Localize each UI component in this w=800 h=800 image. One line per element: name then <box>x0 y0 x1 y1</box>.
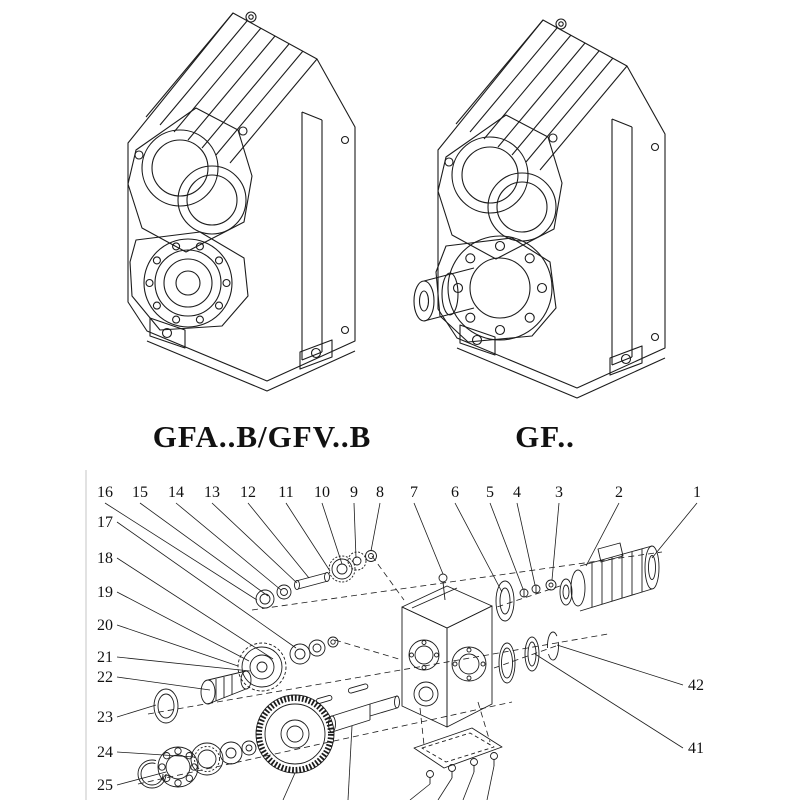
part-number-42: 42 <box>688 677 704 694</box>
part-numbers-top: 16 15 14 13 12 11 10 9 8 7 6 5 4 3 2 1 <box>97 484 701 501</box>
part-number-25: 25 <box>97 777 113 794</box>
model-label-gf: GF.. <box>515 419 575 454</box>
part-washer-c <box>365 550 377 562</box>
part-number-20: 20 <box>97 617 113 634</box>
part-housing <box>401 573 493 728</box>
part-gear-small-a <box>328 555 356 583</box>
part-gear-large <box>255 694 335 774</box>
part-bolt-a <box>519 588 529 598</box>
side-channel <box>301 111 350 361</box>
part-number-14: 14 <box>168 484 184 501</box>
model-label-gfab: GFA..B/GFV..B <box>153 419 372 454</box>
part-bottom-cover <box>413 727 503 769</box>
part-key-a <box>315 695 333 704</box>
part-number-9: 9 <box>350 484 358 501</box>
mounting-feet <box>146 317 356 392</box>
part-washer-d <box>289 643 311 665</box>
part-number-10: 10 <box>314 484 330 501</box>
part-bottom-bolts <box>426 752 498 784</box>
leader-lines-bottom <box>282 725 495 800</box>
gearbox-drawing-gf <box>413 18 666 399</box>
part-bearing-b <box>190 742 224 776</box>
part-number-4: 4 <box>513 484 521 501</box>
part-number-16: 16 <box>97 484 113 501</box>
leader-lines-left <box>116 521 297 786</box>
part-input-shaft-small <box>294 572 330 590</box>
lower-hollow-flange <box>129 231 249 331</box>
oil-plug-icon <box>555 18 567 30</box>
part-number-1: 1 <box>693 484 701 501</box>
part-number-12: 12 <box>240 484 256 501</box>
housing-outline <box>437 19 666 389</box>
part-bolt-b <box>531 584 541 594</box>
part-gasket <box>495 580 515 622</box>
part-shim-ring <box>524 636 540 672</box>
part-number-23: 23 <box>97 709 113 726</box>
part-snap-ring-right <box>547 631 559 661</box>
part-oil-seal <box>153 688 179 724</box>
output-shaft-flange <box>413 235 557 343</box>
part-washer-e <box>308 639 326 657</box>
part-number-7: 7 <box>410 484 418 501</box>
part-pinion-shaft <box>200 670 252 705</box>
part-washer-a <box>255 589 275 609</box>
part-number-24: 24 <box>97 744 113 761</box>
part-number-6: 6 <box>451 484 459 501</box>
housing-outline <box>127 12 356 382</box>
part-key-b <box>347 683 369 694</box>
part-numbers-left: 17 18 19 20 21 22 23 24 25 <box>97 514 113 794</box>
part-washer-b <box>276 584 292 600</box>
part-plug-small <box>545 579 557 591</box>
upper-bearing-bosses <box>437 114 563 260</box>
part-washer-f <box>327 636 339 648</box>
part-number-19: 19 <box>97 584 113 601</box>
part-number-13: 13 <box>204 484 220 501</box>
part-number-17: 17 <box>97 514 113 531</box>
part-spacer <box>241 740 257 756</box>
leader-lines-top <box>104 502 698 601</box>
part-number-2: 2 <box>615 484 623 501</box>
part-motor-unit <box>559 542 660 612</box>
cooling-ribs <box>145 12 318 164</box>
part-numbers-right: 42 41 <box>688 677 704 757</box>
part-number-8: 8 <box>376 484 384 501</box>
upper-bearing-bosses <box>127 107 253 253</box>
part-cover-ring <box>498 642 516 684</box>
part-number-18: 18 <box>97 550 113 567</box>
part-number-3: 3 <box>555 484 563 501</box>
part-gear-small-b <box>347 551 367 571</box>
part-number-11: 11 <box>278 484 293 501</box>
part-number-22: 22 <box>97 669 113 686</box>
cooling-ribs <box>455 19 628 171</box>
part-washer-g <box>219 741 243 765</box>
part-number-41: 41 <box>688 740 704 757</box>
part-number-21: 21 <box>97 649 113 666</box>
part-number-5: 5 <box>486 484 494 501</box>
part-gear-medium <box>237 642 287 692</box>
exploded-view: 16 15 14 13 12 11 10 9 8 7 6 5 4 3 2 1 1… <box>97 484 704 800</box>
mounting-feet <box>456 324 666 399</box>
part-number-15: 15 <box>132 484 148 501</box>
leader-lines-right <box>534 644 684 749</box>
part-snap-ring-left <box>137 759 167 789</box>
assembly-axis-lines <box>137 551 663 785</box>
oil-plug-icon <box>245 11 257 23</box>
side-channel <box>611 118 660 366</box>
part-output-shaft <box>328 695 400 733</box>
gearbox-drawing-gfab <box>127 11 356 392</box>
